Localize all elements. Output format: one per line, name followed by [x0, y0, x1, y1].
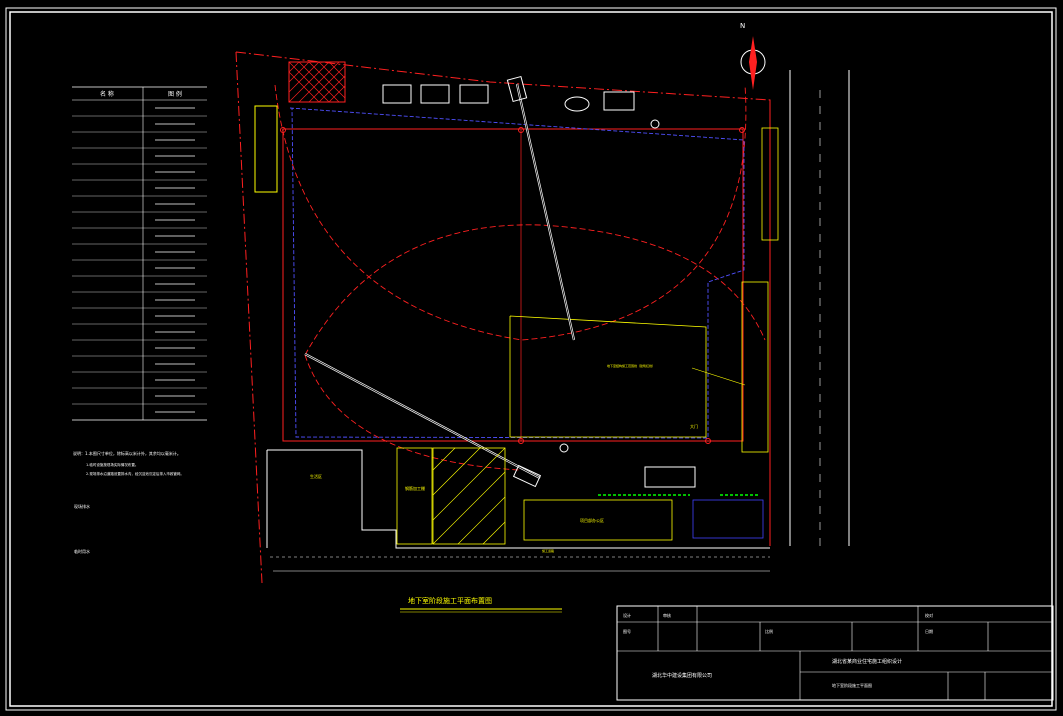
title-block-cell: 审核 [663, 612, 671, 618]
title-block-cell: 图号 [623, 628, 631, 634]
crane-grid-rect [282, 128, 744, 442]
outer-frame [5, 7, 1057, 711]
grid-node [705, 438, 711, 444]
office-label: 项目部办公区 [580, 517, 604, 523]
notes-label-b: 临时用水 [74, 548, 90, 554]
guard-house [603, 91, 635, 111]
toilet-block-2 [420, 84, 450, 104]
wash-station [644, 466, 696, 488]
notes-line2: 2.现场排水沿道路设置排水沟，经沉淀池沉淀后排入市政管网。 [86, 471, 184, 476]
notes-block: 说明：1.本图尺寸单位，除标高以米计外，其余均以毫米计。 1.临时设施按现场实际… [73, 450, 184, 554]
legend-table: 名 称 图 例 [72, 86, 207, 421]
notes-label-a: 现场排水 [74, 503, 90, 509]
material-yard-hatched [288, 61, 346, 103]
drawing-title: 地下室阶段施工平面布置图 [408, 596, 492, 605]
toilet-block-1 [382, 84, 412, 104]
crane-swing-arc-north [274, 84, 747, 341]
basement-structure-outline [509, 315, 707, 438]
lamp-post-south [559, 443, 569, 453]
title-block-cell: 设计 [623, 612, 631, 618]
rebar-shed-hatch [432, 447, 506, 545]
building-outline [289, 107, 745, 439]
legend-rows [72, 107, 207, 413]
worker-area-label: 生活区 [310, 473, 322, 479]
gate-label: 大门 [690, 423, 698, 429]
tower-crane-arm-1-core [516, 83, 575, 341]
notes-main: 说明：1.本图尺寸单位，除标高以米计外，其余均以毫米计。 [73, 450, 181, 456]
tower-crane-arm-2-core [304, 353, 541, 479]
title-block [616, 605, 1054, 701]
north-label: N [740, 22, 745, 30]
office-building [523, 499, 673, 541]
south-boundary [267, 449, 770, 549]
title-block-cell: 校对 [925, 612, 933, 618]
site-boundary-west [235, 51, 263, 584]
water-tank [564, 96, 590, 112]
hatch-pattern [288, 61, 346, 103]
title-block-drawing-name: 地下室阶段施工平面图 [832, 682, 872, 688]
east-sheds [761, 127, 779, 241]
notes-line1: 1.临时设施按现场实际情况布置。 [86, 462, 138, 467]
rebar-shed [432, 447, 506, 545]
road-label: 施工道路 [542, 548, 554, 553]
site-boundary [235, 51, 771, 108]
west-shed [254, 105, 278, 193]
leader-line [691, 367, 746, 386]
tower-crane-base-2 [512, 464, 542, 488]
east-office-block [741, 281, 769, 453]
grid-node [739, 127, 745, 133]
crane-swing-arc-south [304, 224, 766, 356]
tower-crane-base-1 [506, 75, 528, 103]
building-label: 地下室结构施工范围线（建筑红线） [607, 363, 655, 368]
legend-header-right: 图 例 [168, 90, 182, 98]
title-block-company: 湖北华中建设集团有限公司 [652, 672, 712, 679]
inner-frame [9, 11, 1053, 707]
north-arrow-icon: N [740, 22, 766, 90]
crane-swing-arc-west [304, 354, 521, 471]
rebar-yard-grid [396, 447, 433, 545]
legend-header-left: 名 称 [100, 90, 114, 98]
toilet-block-3 [459, 84, 489, 104]
lamp-post-north [650, 119, 660, 129]
parking-area [692, 499, 764, 539]
title-block-cell: 比例 [765, 628, 773, 634]
store-label: 钢筋加工棚 [405, 485, 425, 491]
title-block-project: 湖北省某商业住宅施工组织设计 [832, 658, 902, 665]
title-block-cell: 日期 [925, 628, 933, 634]
